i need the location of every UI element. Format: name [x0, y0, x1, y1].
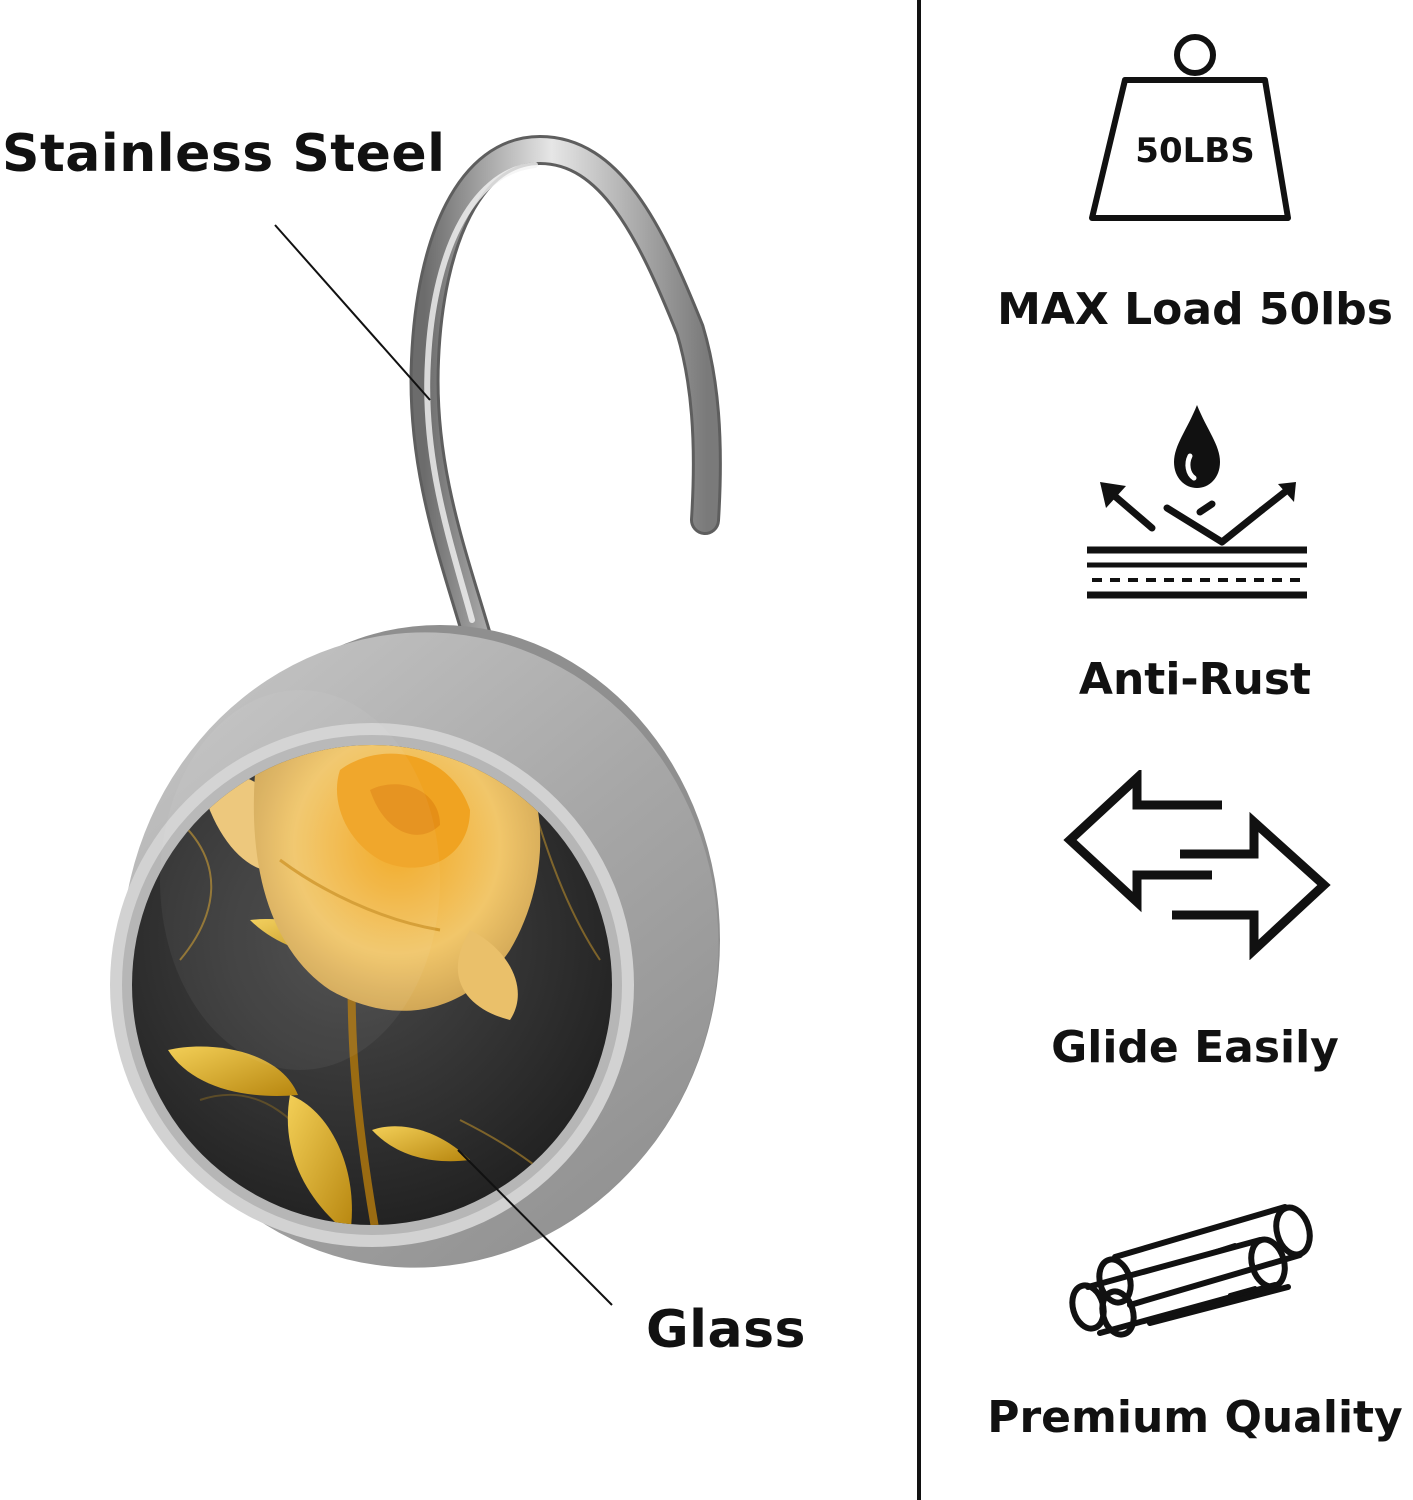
feature-label-glide-easily: Glide Easily: [1051, 1022, 1339, 1073]
steel-rods-icon: [1069, 1204, 1313, 1338]
weight-icon: 50LBS: [1089, 34, 1291, 221]
two-way-arrows-icon: [1063, 770, 1331, 960]
stainless-steel-label: Stainless Steel: [2, 124, 446, 184]
glass-callout-line: [457, 1149, 613, 1306]
water-repel-icon: [1087, 405, 1307, 599]
steel-callout-line: [274, 224, 431, 401]
steel-hook: [409, 134, 722, 655]
feature-label-max-load: MAX Load 50lbs: [997, 284, 1393, 335]
rose-artwork: [149, 745, 601, 1225]
feature-label-premium-quality: Premium Quality: [987, 1392, 1403, 1443]
shower-hook-illustration: [110, 134, 722, 1306]
weight-badge-text: 50LBS: [1135, 131, 1254, 171]
glass-disc: [110, 625, 720, 1268]
glass-label: Glass: [646, 1300, 806, 1360]
feature-label-anti-rust: Anti-Rust: [1078, 654, 1312, 705]
vertical-divider: [917, 0, 921, 1500]
